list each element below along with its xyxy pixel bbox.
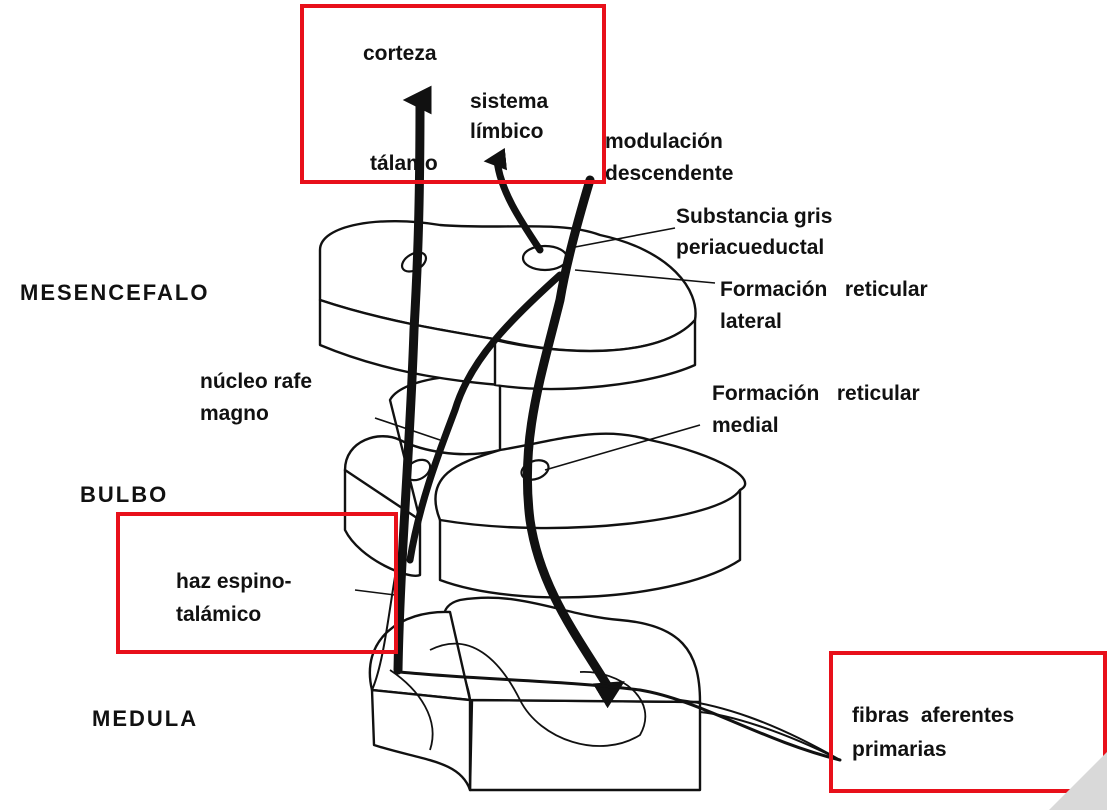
label-fibras-aferentes-1: fibras aferentes <box>852 704 1014 728</box>
label-fibras-aferentes-2: primarias <box>852 738 947 762</box>
label-reticular-medial-1: Formación reticular <box>712 382 920 406</box>
label-talamo: tálamo <box>370 152 438 176</box>
label-corteza: corteza <box>363 42 437 66</box>
label-nucleo-rafe-1: núcleo rafe <box>200 370 312 394</box>
label-sistema-limbico-1: sistema <box>470 90 548 114</box>
label-reticular-lateral-2: lateral <box>720 310 782 334</box>
page-curl-corner <box>1049 752 1107 810</box>
label-modulacion-1: modulación <box>605 130 723 154</box>
label-substancia-gris-1: Substancia gris <box>676 205 832 229</box>
label-modulacion-2: descendente <box>605 162 733 186</box>
label-bulbo: BULBO <box>80 482 168 507</box>
label-nucleo-rafe-2: magno <box>200 402 269 426</box>
label-reticular-lateral-1: Formación reticular <box>720 278 928 302</box>
periaqueductal-gray-oval <box>523 246 567 270</box>
mesencefalo-segment <box>320 221 696 389</box>
label-sistema-limbico-2: límbico <box>470 120 544 144</box>
medula-segment <box>370 598 700 790</box>
label-mesencefalo: MESENCEFALO <box>20 280 209 305</box>
label-substancia-gris-2: periacueductal <box>676 236 824 260</box>
label-haz-espino-2: talámico <box>176 603 261 627</box>
label-haz-espino-1: haz espino- <box>176 570 292 594</box>
label-medula: MEDULA <box>92 706 198 731</box>
leader-haz-espino <box>355 590 395 595</box>
label-reticular-medial-2: medial <box>712 414 779 438</box>
